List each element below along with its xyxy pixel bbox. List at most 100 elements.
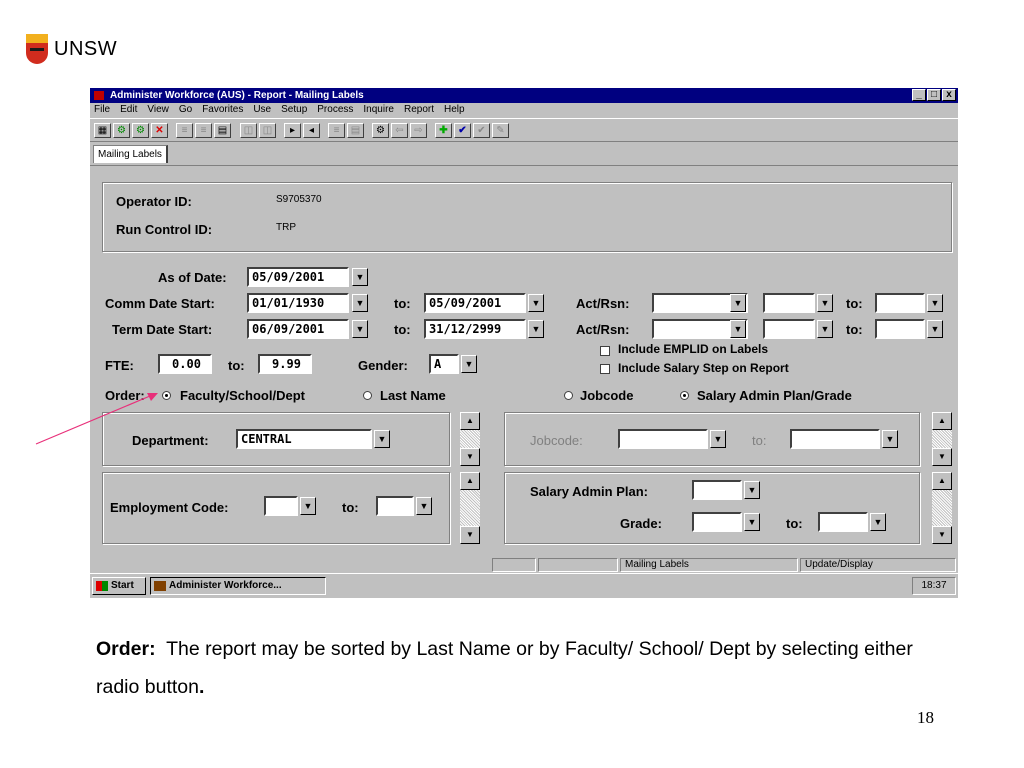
gender-dropdown-icon[interactable]: ▼ [461,355,477,373]
grade-select[interactable] [692,512,742,532]
delete-row-icon[interactable]: ≡ [195,123,212,138]
jobcode-select[interactable] [618,429,708,449]
employment-code-scrollbar[interactable]: ▲ ▼ [460,472,480,544]
insert-row-icon[interactable]: ≡ [176,123,193,138]
fte-to-field[interactable]: 9.99 [258,354,312,374]
term-action-dropdown-icon[interactable]: ▼ [730,320,746,338]
comm-actrsn-to-select[interactable] [875,293,925,313]
grade-to-select[interactable] [818,512,868,532]
panel-list-icon[interactable]: ▤ [347,123,364,138]
department-scrollbar[interactable]: ▲ ▼ [460,412,480,466]
term-reason-dropdown-icon[interactable]: ▼ [817,320,833,338]
comm-date-start-field[interactable]: 01/01/1930 [247,293,349,313]
salary-admin-plan-dropdown-icon[interactable]: ▼ [744,481,760,499]
list-icon[interactable]: ▤ [214,123,231,138]
menu-report[interactable]: Report [403,104,434,115]
menu-help[interactable]: Help [443,104,465,115]
menu-go[interactable]: Go [178,104,193,115]
department-select[interactable]: CENTRAL [236,429,372,449]
as-of-date-field[interactable]: 05/09/2001 [247,267,349,287]
scroll-down-icon[interactable]: ▼ [460,526,480,544]
include-salary-checkbox[interactable] [600,364,610,374]
employment-code-select[interactable] [264,496,298,516]
employment-code-dropdown-icon[interactable]: ▼ [300,497,316,515]
scroll-up-icon[interactable]: ▲ [460,472,480,490]
term-date-start-label: Term Date Start: [112,322,213,337]
jobcode-to-select[interactable] [790,429,880,449]
menu-process[interactable]: Process [317,104,354,115]
term-date-start-dropdown-icon[interactable]: ▼ [352,320,368,338]
term-actrsn-to-select[interactable] [875,319,925,339]
fte-from-field[interactable]: 0.00 [158,354,212,374]
process-monitor-icon[interactable]: ⚙ [132,123,149,138]
minimize-button[interactable]: _ [912,89,926,101]
term-date-end-field[interactable]: 31/12/2999 [424,319,526,339]
correction-icon[interactable]: ✔ [473,123,490,138]
check-icon[interactable]: ✔ [454,123,471,138]
menu-file[interactable]: File [94,104,111,115]
employment-code-label: Employment Code: [110,500,229,515]
as-of-date-dropdown-icon[interactable]: ▼ [352,268,368,286]
employment-code-to-select[interactable] [376,496,414,516]
paste-icon[interactable]: ◫ [259,123,276,138]
comm-reason-dropdown-icon[interactable]: ▼ [817,294,833,312]
cancel-icon[interactable]: ✕ [151,123,168,138]
jobcode-dropdown-icon[interactable]: ▼ [710,430,726,448]
next-panel-icon[interactable]: ≡ [328,123,345,138]
next-in-list-icon[interactable]: ▸ [284,123,301,138]
menu-setup[interactable]: Setup [281,104,308,115]
copy-icon[interactable]: ◫ [240,123,257,138]
status-page-name: Mailing Labels [620,558,798,572]
salary-admin-plan-select[interactable] [692,480,742,500]
term-date-start-field[interactable]: 06/09/2001 [247,319,349,339]
term-action-select[interactable] [652,319,748,339]
run-icon[interactable]: ⚙ [113,123,130,138]
term-reason-select[interactable] [763,319,815,339]
previous-in-list-icon[interactable]: ◂ [303,123,320,138]
menu-use[interactable]: Use [253,104,272,115]
scroll-down-icon[interactable]: ▼ [932,448,952,466]
back-arrow-icon[interactable]: ⇦ [391,123,408,138]
scroll-up-icon[interactable]: ▲ [932,412,952,430]
comm-action-select[interactable] [652,293,748,313]
add-icon[interactable]: ✚ [435,123,452,138]
forward-arrow-icon[interactable]: ⇨ [410,123,427,138]
start-button[interactable]: Start [92,577,146,595]
salary-plan-scrollbar[interactable]: ▲ ▼ [932,472,952,544]
include-emplid-checkbox[interactable] [600,346,610,356]
save-icon[interactable]: ▦ [94,123,111,138]
scroll-down-icon[interactable]: ▼ [460,448,480,466]
close-button[interactable]: x [942,89,956,101]
comm-date-start-dropdown-icon[interactable]: ▼ [352,294,368,312]
comm-action-dropdown-icon[interactable]: ▼ [730,294,746,312]
scroll-down-icon[interactable]: ▼ [932,526,952,544]
scroll-up-icon[interactable]: ▲ [932,472,952,490]
gender-select[interactable]: A [429,354,459,374]
department-dropdown-icon[interactable]: ▼ [374,430,390,448]
order-faculty-radio[interactable] [162,391,171,400]
comm-reason-select[interactable] [763,293,815,313]
menu-inquire[interactable]: Inquire [363,104,394,115]
grade-dropdown-icon[interactable]: ▼ [744,513,760,531]
grade-to-dropdown-icon[interactable]: ▼ [870,513,886,531]
jobcode-to-dropdown-icon[interactable]: ▼ [882,430,898,448]
order-salary-plan-radio[interactable] [680,391,689,400]
tab-mailing-labels[interactable]: Mailing Labels [93,145,168,163]
employment-code-to-dropdown-icon[interactable]: ▼ [416,497,432,515]
maximize-button[interactable]: □ [927,89,941,101]
search-icon[interactable]: ⚙ [372,123,389,138]
jobcode-scrollbar[interactable]: ▲ ▼ [932,412,952,466]
taskbar-app-button[interactable]: Administer Workforce... [150,577,326,595]
scroll-up-icon[interactable]: ▲ [460,412,480,430]
comm-date-end-field[interactable]: 05/09/2001 [424,293,526,313]
term-date-end-dropdown-icon[interactable]: ▼ [528,320,544,338]
comm-actrsn-to-dropdown-icon[interactable]: ▼ [927,294,943,312]
term-actrsn-to-dropdown-icon[interactable]: ▼ [927,320,943,338]
order-jobcode-radio[interactable] [564,391,573,400]
edit-pencil-icon[interactable]: ✎ [492,123,509,138]
menu-edit[interactable]: Edit [120,104,138,115]
order-last-name-radio[interactable] [363,391,372,400]
menu-favorites[interactable]: Favorites [202,104,244,115]
menu-view[interactable]: View [147,104,169,115]
comm-date-end-dropdown-icon[interactable]: ▼ [528,294,544,312]
